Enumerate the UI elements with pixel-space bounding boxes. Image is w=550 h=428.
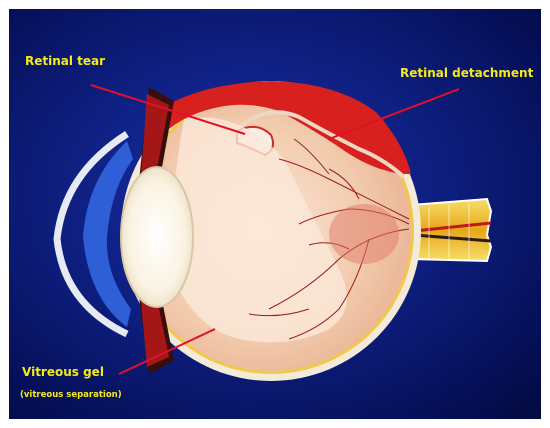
optic-nerve	[411, 199, 491, 261]
lens	[121, 167, 193, 307]
label-retinal-tear: Retinal tear	[25, 54, 105, 68]
diagram-canvas: Retinal tear Retinal detachment Vitreous…	[9, 9, 541, 419]
label-vitreous-separation: (vitreous separation)	[20, 390, 122, 400]
label-vitreous-gel: Vitreous gel	[22, 365, 104, 379]
label-retinal-detachment: Retinal detachment	[400, 66, 533, 80]
fundus-patch	[329, 204, 399, 264]
